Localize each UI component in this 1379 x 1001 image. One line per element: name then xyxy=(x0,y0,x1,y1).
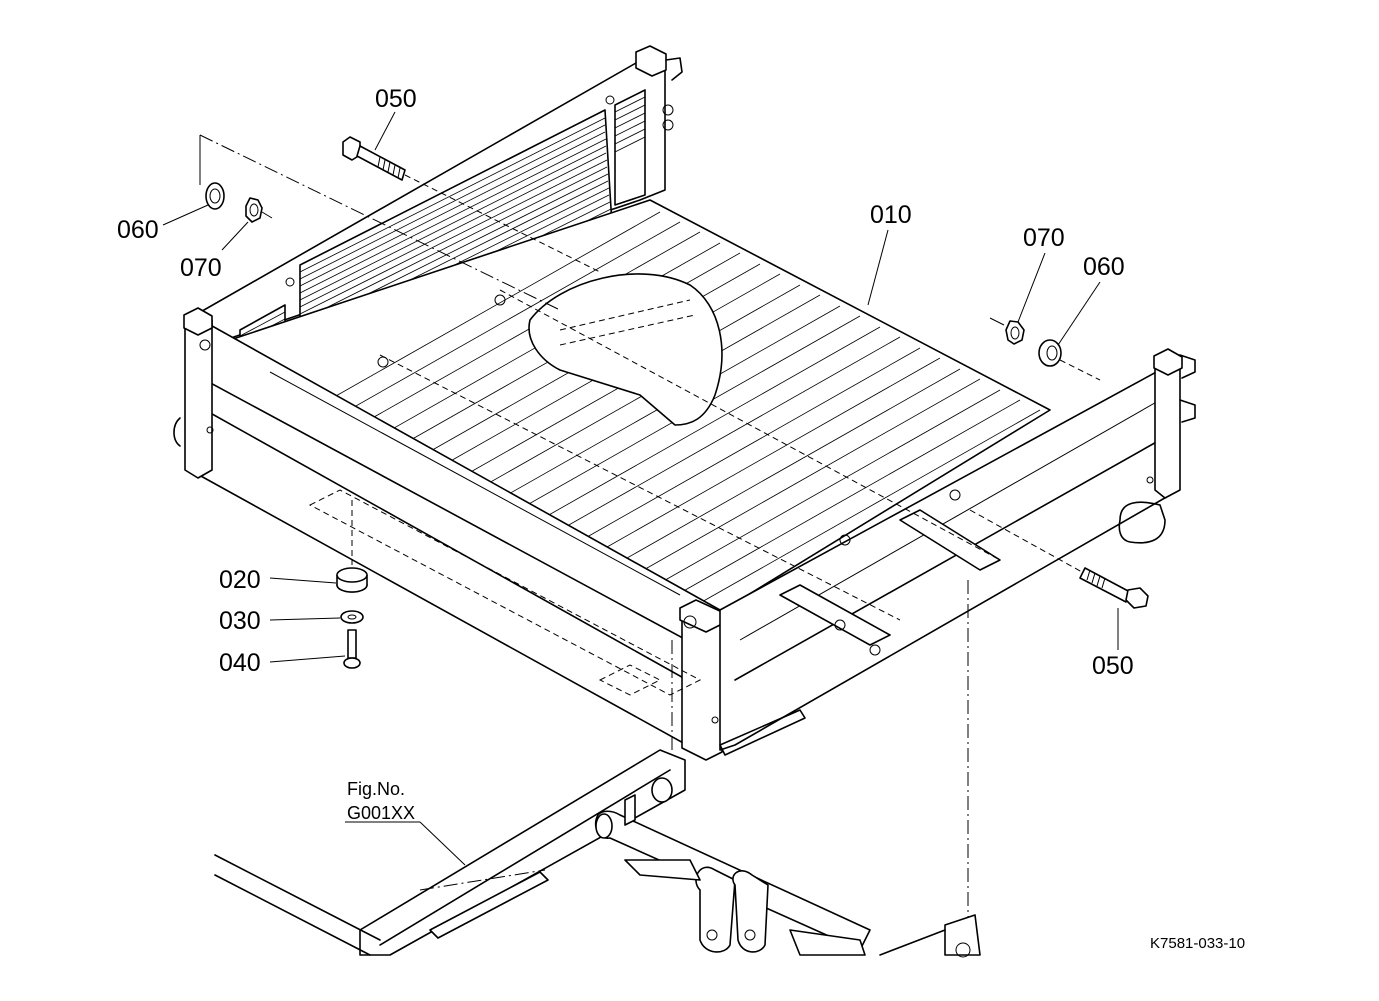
hinge-bolt-right xyxy=(1079,567,1149,609)
label-020: 020 xyxy=(219,566,261,594)
label-050-right: 050 xyxy=(1092,652,1134,680)
figure-ref-line2: G001XX xyxy=(347,803,415,823)
label-070-left: 070 xyxy=(180,254,222,282)
label-070-right: 070 xyxy=(1023,224,1065,252)
cargo-bed xyxy=(173,45,1196,761)
wheel-housing xyxy=(528,273,723,426)
label-030: 030 xyxy=(219,607,261,635)
cushion-bolt xyxy=(343,629,361,669)
label-060-right: 060 xyxy=(1083,253,1125,281)
label-060-left: 060 xyxy=(117,216,159,244)
figure-ref-line1: Fig.No. xyxy=(347,779,405,799)
lock-nut-right xyxy=(1005,320,1025,345)
washer xyxy=(340,610,364,624)
label-040: 040 xyxy=(219,649,261,677)
rubber-cushion xyxy=(336,567,368,593)
lock-nut-left xyxy=(245,197,263,223)
hinge-bolt-top xyxy=(342,136,406,181)
flange-nut-right xyxy=(1038,339,1062,367)
label-050-top: 050 xyxy=(375,85,417,113)
leader-lines xyxy=(162,111,1119,866)
flange-nut-left xyxy=(205,182,225,210)
drawing-code: K7581-033-10 xyxy=(1150,935,1245,952)
chassis-frame xyxy=(214,749,981,958)
label-010: 010 xyxy=(870,201,912,229)
